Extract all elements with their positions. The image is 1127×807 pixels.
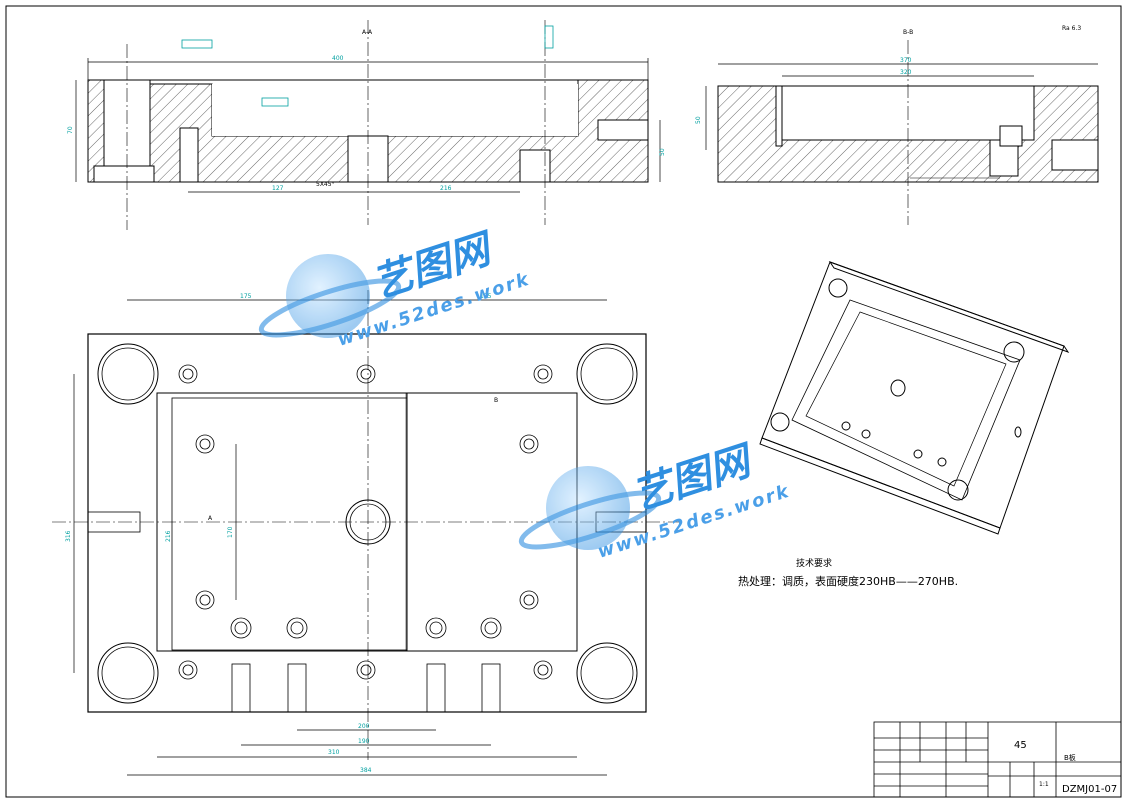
watermark-logo-1 [258, 254, 402, 338]
title-scale: 1:1 [1039, 781, 1049, 788]
dim-plan-height: 316 [65, 530, 72, 542]
dim-plan-bottom-inner: 310 [328, 749, 340, 756]
title-drawing-no: DZMJ01-07 [1062, 784, 1117, 795]
dim-top-width: 400 [332, 55, 344, 62]
roughness-note: Ra 6.3 [1062, 25, 1081, 32]
dim-plan-175b: 175 [480, 293, 492, 300]
dim-right-inner: 320 [900, 69, 912, 76]
section-b-label: B-B [903, 29, 913, 36]
dim-right-h: 50 [695, 116, 702, 124]
watermark-logo-2 [518, 466, 662, 550]
isometric-view [759, 261, 1070, 535]
title-material: 45 [1014, 740, 1027, 751]
dim-200: 200 [358, 723, 370, 730]
dim-216: 216 [440, 185, 452, 192]
dim-190: 190 [358, 738, 370, 745]
section-view-b [705, 40, 1099, 225]
view-marker-a: A [208, 515, 213, 522]
dim-plan-inner-h: 216 [165, 530, 172, 542]
dim-top-depth: 50 [659, 148, 666, 156]
dim-top-height: 70 [67, 126, 74, 134]
dim-chamfer: 5X45° [316, 181, 335, 188]
title-part-name: B板 [1064, 753, 1076, 762]
tech-line1: 热处理：调质，表面硬度230HB——270HB. [738, 574, 958, 588]
sheet-border [5, 5, 1122, 798]
dim-127: 127 [272, 185, 284, 192]
dim-plan-175a: 175 [240, 293, 252, 300]
tech-title: 技术要求 [796, 557, 832, 569]
title-block [873, 721, 1122, 798]
section-view-a [75, 20, 661, 230]
dim-right-width: 370 [900, 57, 912, 64]
section-a-label: A-A [362, 29, 373, 36]
dim-plan-inner-v: 170 [227, 526, 234, 538]
view-marker-b: B [494, 397, 498, 404]
dim-plan-width: 384 [360, 767, 372, 774]
